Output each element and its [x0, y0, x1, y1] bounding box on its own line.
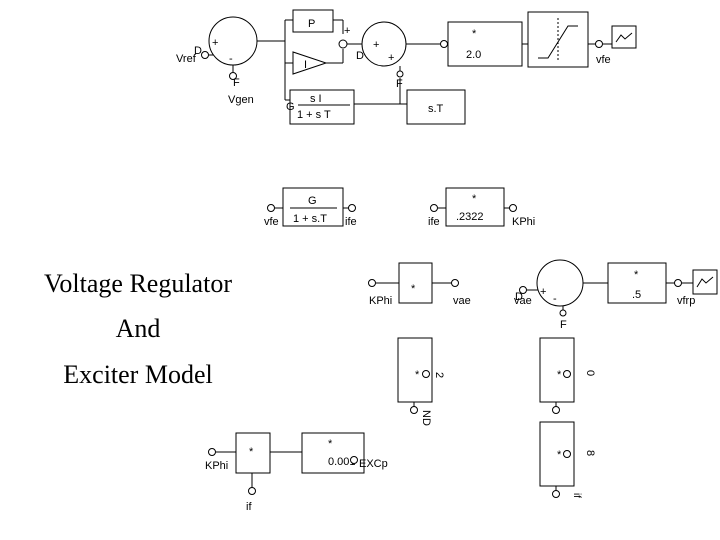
mult-vae-block[interactable] [398, 262, 433, 304]
vfrp-port[interactable] [674, 279, 682, 287]
st-block-label: s.T [428, 103, 444, 115]
f2-port [396, 70, 404, 78]
mult-if-op: * [249, 446, 254, 458]
ife-in-label: ife [428, 216, 440, 228]
vae-in-port[interactable] [519, 286, 527, 294]
sum3-plus: + [540, 286, 546, 298]
mult-excp-gain: 0.001 [328, 456, 356, 468]
mult-top-op: * [472, 28, 477, 40]
p-block[interactable] [292, 9, 334, 33]
sum2-plus2: + [388, 52, 394, 64]
mult-zero-block[interactable] [539, 337, 575, 403]
f3-label: F [560, 319, 567, 331]
title-line-2: And [116, 314, 161, 343]
title-line-1: Voltage Regulator [44, 269, 232, 298]
vae-in-label: vae [514, 295, 532, 307]
mult-if-block[interactable] [235, 432, 271, 474]
mult-top-gain: 2.0 [466, 49, 481, 61]
mult-vfrp-gain: .5 [632, 289, 641, 301]
mult-nd-value: 2 [433, 372, 445, 378]
vfe-out-port[interactable] [595, 40, 603, 48]
gain-block-0001[interactable] [301, 432, 365, 474]
vfe-out-label: vfe [596, 54, 611, 66]
ife-out-label: ife [345, 216, 357, 228]
mult-nd-block[interactable] [397, 337, 433, 403]
if-small-label: if [571, 493, 582, 498]
ife-in-port[interactable] [430, 204, 438, 212]
sum3-minus: - [553, 293, 557, 305]
vae-out-port[interactable] [451, 279, 459, 287]
d1-label: D [194, 45, 202, 57]
washout-den: 1 + s T [297, 109, 331, 121]
sum-junction-2[interactable] [361, 21, 407, 67]
washout-gain: G [286, 101, 295, 113]
mult-vae-op: * [411, 283, 416, 295]
st-block[interactable] [406, 89, 466, 125]
gain-block-2[interactable] [447, 21, 523, 67]
d2-label: D [356, 50, 364, 62]
lag-block[interactable] [282, 187, 344, 227]
scope-icon-1[interactable] [611, 25, 637, 49]
i-block-label: I [304, 59, 307, 71]
kphi-out-port[interactable] [509, 204, 517, 212]
sum-junction-3[interactable] [536, 259, 584, 307]
washout-block[interactable] [289, 89, 355, 125]
title-line-3: Exciter Model [63, 360, 212, 389]
mult-8-value: 8 [584, 450, 596, 456]
f1-label: F [233, 77, 240, 89]
i-block[interactable] [292, 51, 328, 75]
washout-num: s I [310, 93, 322, 105]
lag-gain: G [308, 195, 317, 207]
vfe-in-port[interactable] [267, 204, 275, 212]
vae-out-label: vae [453, 295, 471, 307]
vref-label: Vref [176, 53, 197, 65]
vgen-label: Vgen [228, 94, 254, 106]
lag-den: 1 + s.T [293, 213, 327, 225]
sum1-minus: - [229, 53, 233, 65]
if-label: if [246, 501, 252, 513]
kphi-in1-label: KPhi [369, 295, 392, 307]
sum1-plus: + [212, 37, 218, 49]
p-block-label: P [308, 18, 315, 30]
mult-kphi-op: * [472, 193, 477, 205]
kphi-in1-port[interactable] [368, 279, 376, 287]
kphi-in2-label: KPhi [205, 460, 228, 472]
d3-label: D [515, 291, 523, 303]
kphi-out-label: KPhi [512, 216, 535, 228]
ife-out-port[interactable] [348, 204, 356, 212]
kphi-in2-port[interactable] [208, 448, 216, 456]
excp-port[interactable] [350, 456, 358, 464]
mult-0-op: * [557, 369, 562, 381]
mult-8-op: * [557, 449, 562, 461]
mult-excp-op: * [328, 438, 333, 450]
sum2-plus1: + [373, 39, 379, 51]
vref-port[interactable] [201, 51, 209, 59]
vgen-port[interactable] [229, 72, 237, 80]
pi-node [338, 39, 348, 49]
if-port[interactable] [248, 487, 256, 495]
excp-label: EXCp [359, 458, 388, 470]
vfe-in-label: vfe [264, 216, 279, 228]
mult-nd-op: * [415, 369, 420, 381]
gain-block-05[interactable] [607, 262, 667, 304]
nd-label: ND [420, 410, 432, 426]
mult-kphi-gain: .2322 [456, 211, 484, 223]
gain-block-2322[interactable] [445, 187, 505, 227]
mult-0-value: 0 [584, 370, 596, 376]
vfrp-label: vfrp [677, 295, 695, 307]
svg-text:+: + [344, 25, 350, 37]
mult-vfrp-op: * [634, 269, 639, 281]
